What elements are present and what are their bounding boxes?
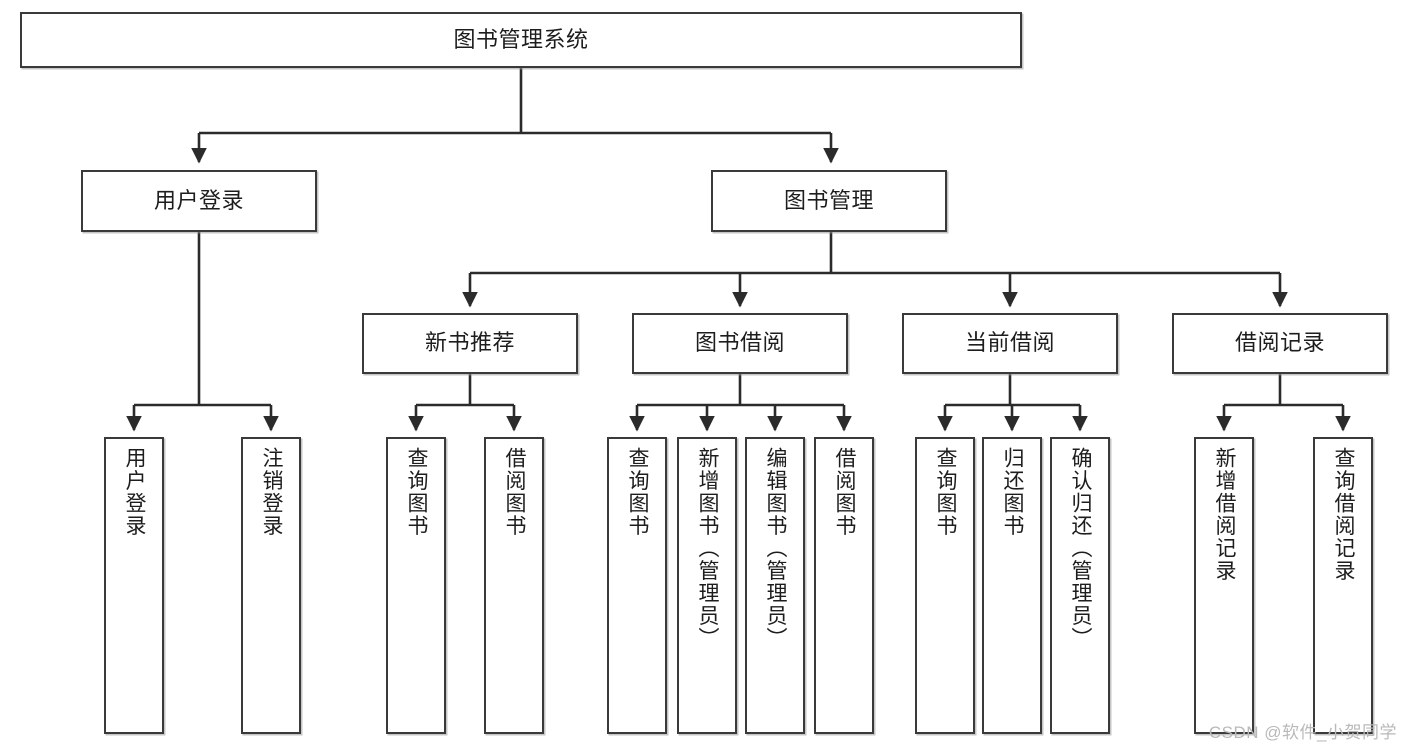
leaf-user-login[interactable]: 用户登录 — [104, 437, 164, 734]
leaf-query-book-2-label: 查询图书 — [626, 447, 650, 537]
leaf-query-book-1-label: 查询图书 — [405, 447, 429, 537]
leaf-edit-book[interactable]: 编辑图书（管理员） — [745, 437, 805, 734]
leaf-add-book-label: 新增图书（管理员） — [696, 447, 720, 650]
leaf-user-logout-label: 注销登录 — [260, 447, 284, 537]
leaf-confirm-return-label: 确认归还（管理员） — [1069, 447, 1093, 650]
leaf-borrow-book-2[interactable]: 借阅图书 — [814, 437, 874, 734]
node-book-manage[interactable]: 图书管理 — [711, 170, 947, 232]
leaf-query-record[interactable]: 查询借阅记录 — [1313, 437, 1373, 734]
node-user-login[interactable]: 用户登录 — [81, 170, 317, 232]
leaf-query-record-label: 查询借阅记录 — [1332, 447, 1356, 582]
leaf-add-record[interactable]: 新增借阅记录 — [1194, 437, 1254, 734]
leaf-add-book[interactable]: 新增图书（管理员） — [677, 437, 737, 734]
node-book-borrow-label: 图书借阅 — [694, 330, 785, 356]
leaf-return-book[interactable]: 归还图书 — [982, 437, 1042, 734]
node-borrow-record[interactable]: 借阅记录 — [1172, 313, 1388, 374]
node-current-borrow-label: 当前借阅 — [964, 330, 1055, 356]
leaf-query-book-2[interactable]: 查询图书 — [607, 437, 667, 734]
leaf-edit-book-label: 编辑图书（管理员） — [764, 447, 788, 650]
leaf-borrow-book-2-label: 借阅图书 — [833, 447, 857, 537]
node-root[interactable]: 图书管理系统 — [20, 12, 1022, 68]
node-book-borrow[interactable]: 图书借阅 — [632, 313, 848, 374]
node-current-borrow[interactable]: 当前借阅 — [902, 313, 1118, 374]
node-new-book-rec-label: 新书推荐 — [424, 330, 515, 356]
node-book-manage-label: 图书管理 — [783, 187, 874, 213]
leaf-user-login-label: 用户登录 — [123, 447, 147, 537]
leaf-query-book-3-label: 查询图书 — [934, 447, 958, 537]
node-root-label: 图书管理系统 — [453, 26, 589, 52]
node-user-login-label: 用户登录 — [153, 187, 244, 213]
leaf-borrow-book-1[interactable]: 借阅图书 — [484, 437, 544, 734]
leaf-add-record-label: 新增借阅记录 — [1213, 447, 1237, 582]
leaf-query-book-3[interactable]: 查询图书 — [915, 437, 975, 734]
csdn-watermark: CSDN @软件_小贺同学 — [1208, 723, 1397, 742]
leaf-query-book-1[interactable]: 查询图书 — [386, 437, 446, 734]
leaf-return-book-label: 归还图书 — [1001, 447, 1025, 537]
node-borrow-record-label: 借阅记录 — [1234, 330, 1325, 356]
leaf-confirm-return[interactable]: 确认归还（管理员） — [1050, 437, 1110, 734]
leaf-borrow-book-1-label: 借阅图书 — [503, 447, 527, 537]
node-new-book-rec[interactable]: 新书推荐 — [362, 313, 578, 374]
leaf-user-logout[interactable]: 注销登录 — [241, 437, 301, 734]
